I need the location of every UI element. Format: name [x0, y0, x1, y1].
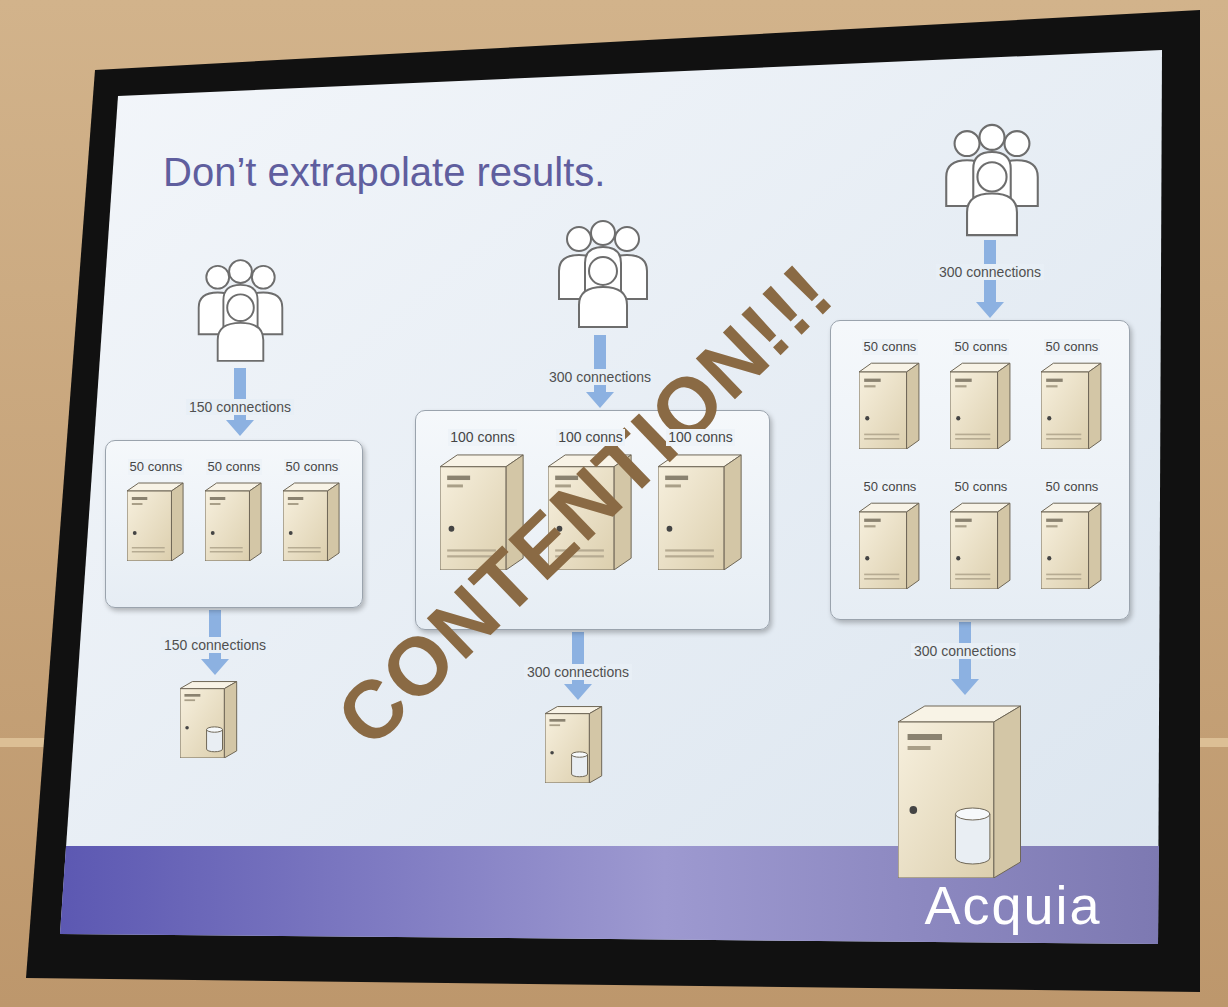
app-server: 50 conns — [847, 479, 933, 589]
server-icon — [205, 483, 261, 561]
server-icon — [950, 503, 1010, 589]
connection-count: 100 conns — [666, 429, 735, 446]
brand-logo: Acquia — [924, 874, 1101, 936]
server-icon — [127, 481, 185, 561]
server-icon — [283, 483, 339, 561]
screen-frame — [26, 10, 1200, 992]
server-icon — [950, 363, 1010, 449]
app-server: 50 conns — [116, 459, 196, 561]
users-icon — [199, 260, 283, 361]
users-icon — [559, 221, 647, 327]
server-icon — [859, 363, 919, 449]
server-icon — [859, 503, 919, 589]
connection-count: 50 conns — [1044, 339, 1101, 355]
connection-label: 300 connections — [524, 664, 632, 680]
connection-count: 50 conns — [284, 459, 341, 475]
database-server-icon — [898, 706, 1021, 878]
server-icon — [859, 501, 921, 589]
server-group: 50 conns 50 conns 50 conns — [105, 440, 363, 608]
connection-count: 100 conns — [448, 429, 517, 446]
connection-label: 300 connections — [911, 643, 1019, 659]
slide-title: Don’t extrapolate results. — [163, 150, 605, 195]
app-server: 50 conns — [1029, 339, 1115, 449]
connection-count: 50 conns — [953, 339, 1010, 355]
connection-count: 50 conns — [1044, 479, 1101, 495]
app-server: 50 conns — [194, 459, 274, 561]
connection-count: 100 conns — [556, 429, 625, 446]
server-icon — [950, 501, 1012, 589]
server-icon — [859, 361, 921, 449]
server-icon — [205, 481, 263, 561]
server-icon — [1041, 501, 1103, 589]
connection-label: 150 connections — [186, 399, 294, 415]
connection-count: 50 conns — [206, 459, 263, 475]
database-server-icon — [545, 707, 602, 783]
watermark: CONTENTION!!! — [319, 245, 852, 764]
slide — [60, 50, 1162, 944]
server-icon — [1041, 361, 1103, 449]
users-icon — [946, 125, 1038, 235]
connection-count: 50 conns — [953, 479, 1010, 495]
connection-count: 50 conns — [862, 339, 919, 355]
server-icon — [127, 483, 183, 561]
app-server: 50 conns — [938, 479, 1024, 589]
connection-count: 50 conns — [128, 459, 185, 475]
server-icon — [1041, 363, 1101, 449]
database-server-icon — [180, 682, 1021, 878]
app-server: 50 conns — [1029, 479, 1115, 589]
connection-label: 300 connections — [936, 264, 1044, 280]
server-icon — [1041, 503, 1101, 589]
app-server: 50 conns — [272, 459, 352, 561]
server-icon — [950, 361, 1012, 449]
database-server-icon — [180, 682, 237, 758]
app-server: 50 conns — [847, 339, 933, 449]
server-group: 50 conns 50 conns 50 conns 50 conns 50 conns… — [830, 320, 1130, 620]
app-server: 50 conns — [938, 339, 1024, 449]
server-icon — [283, 481, 341, 561]
connection-label: 150 connections — [161, 637, 269, 653]
connection-count: 50 conns — [862, 479, 919, 495]
connection-label: 300 connections — [546, 369, 654, 385]
